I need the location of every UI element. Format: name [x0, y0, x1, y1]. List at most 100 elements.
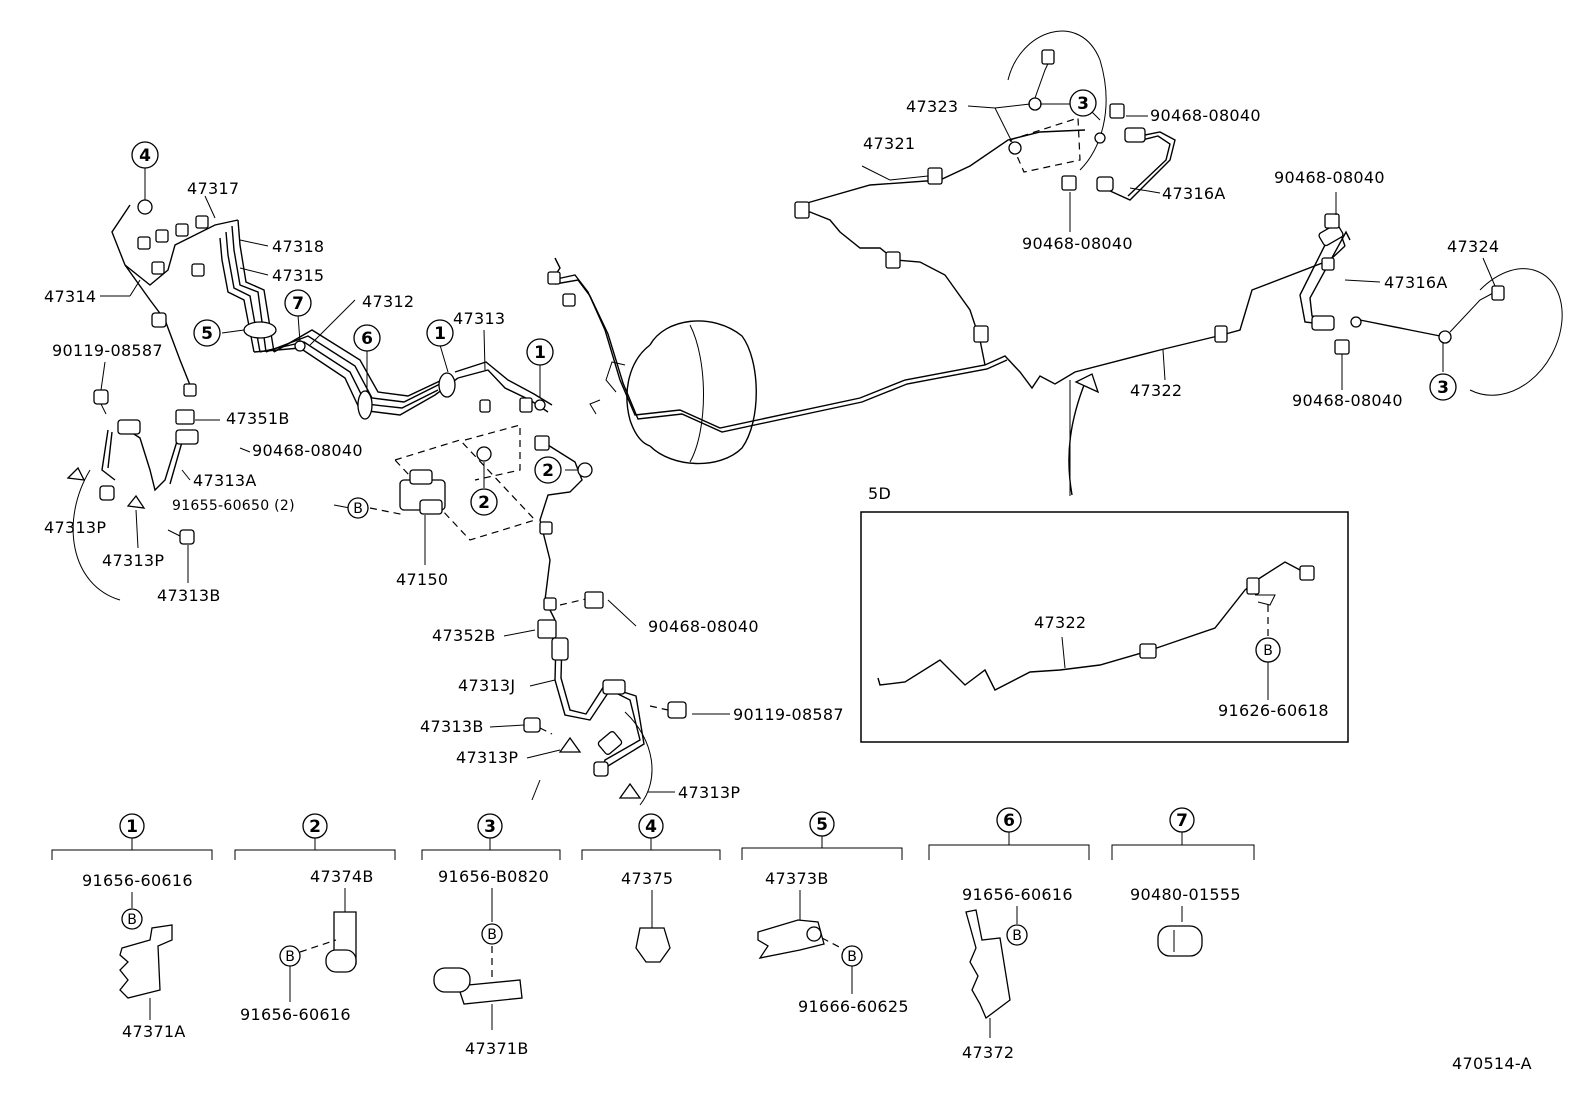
- b-mark-91655: B: [347, 497, 369, 519]
- label-47318: 47318: [272, 237, 324, 256]
- label-91626: 91626-60618: [1218, 701, 1329, 720]
- group-part: 90480-01555: [1130, 885, 1241, 904]
- label-47313P-mid: 47313P: [102, 551, 164, 570]
- label-47321: 47321: [863, 134, 915, 153]
- group-number: 1: [126, 817, 138, 837]
- callout-3-upper: 3: [1069, 89, 1097, 117]
- label-90468-upper-mid: 90468-08040: [1022, 234, 1133, 253]
- label-90119-lower: 90119-08587: [733, 705, 844, 724]
- label-47323: 47323: [906, 97, 958, 116]
- group-2: 2 47374B B 91656-60616: [234, 813, 396, 1024]
- label-47150: 47150: [396, 570, 448, 589]
- b-mark-text: B: [353, 501, 363, 517]
- group-7: 7 90480-01555: [1111, 807, 1255, 957]
- callout-2-lower: 2: [470, 488, 498, 516]
- b-mark-text: B: [1263, 643, 1273, 659]
- label-47317: 47317: [187, 179, 239, 198]
- callout-text: 2: [478, 493, 490, 513]
- callout-6: 6: [353, 324, 381, 352]
- detail-title: 5D: [868, 484, 891, 503]
- label-90468-right-top: 90468-08040: [1274, 168, 1385, 187]
- group-number: 3: [484, 817, 496, 837]
- rear-right-area: [1007, 30, 1176, 201]
- group-part: 91656-B0820: [438, 867, 549, 886]
- callout-text: 6: [361, 329, 373, 349]
- b-mark-text: B: [127, 912, 137, 928]
- label-47313J: 47313J: [458, 676, 515, 695]
- group-part: 47371B: [465, 1039, 529, 1058]
- label-47313P-lower-right: 47313P: [678, 783, 740, 802]
- label-90468-middle: 90468-08040: [648, 617, 759, 636]
- label-47351B: 47351B: [226, 409, 290, 428]
- group-part: 91666-60625: [798, 997, 909, 1016]
- label-90468-left: 90468-08040: [252, 441, 363, 460]
- group-1: 1 91656-60616 B 47371A: [51, 813, 213, 1041]
- label-91655: 91655-60650 (2): [172, 498, 295, 514]
- callout-text: 7: [292, 294, 304, 314]
- label-47352B: 47352B: [432, 626, 496, 645]
- group-number: 7: [1176, 811, 1188, 831]
- group-part: 47372: [962, 1043, 1014, 1062]
- callout-text: 3: [1437, 378, 1449, 398]
- callout-1-right: 1: [526, 338, 554, 366]
- label-90468-right-bottom: 90468-08040: [1292, 391, 1403, 410]
- callout-text: 3: [1077, 94, 1089, 114]
- label-47315: 47315: [272, 266, 324, 285]
- group-4: 4 47375: [581, 813, 721, 963]
- group-part: 91656-60616: [82, 871, 193, 890]
- main-brake-line: [551, 129, 1346, 433]
- diagram-id: 470514-A: [1452, 1054, 1532, 1073]
- group-3: 3 91656-B0820 B 47371B: [421, 813, 561, 1058]
- group-number: 2: [309, 817, 321, 837]
- label-47313P-left: 47313P: [44, 518, 106, 537]
- callout-text: 4: [139, 146, 151, 166]
- detail-frame: [860, 511, 1349, 743]
- group-part: 47374B: [310, 867, 374, 886]
- label-47313: 47313: [453, 309, 505, 328]
- label-47322-detail: 47322: [1034, 613, 1086, 632]
- b-mark-text: B: [1012, 928, 1022, 944]
- callout-text: 1: [434, 324, 446, 344]
- callout-1-left: 1: [426, 319, 454, 347]
- group-number: 6: [1003, 811, 1015, 831]
- callout-4-upper-left: 4: [131, 141, 159, 169]
- group-number: 4: [645, 817, 657, 837]
- callout-5: 5: [193, 319, 221, 347]
- front-right-hose: [523, 637, 687, 806]
- front-left-area: [66, 199, 553, 601]
- leader-lines: [100, 102, 1496, 793]
- label-47313B-lower: 47313B: [420, 717, 484, 736]
- proportioning-valve-area: [393, 397, 604, 639]
- label-47313P-lower-left: 47313P: [456, 748, 518, 767]
- detail-5d: 5D 47322 B 91626-60618: [860, 373, 1349, 743]
- group-6: 6 91656-60616 B 47372: [928, 807, 1090, 1062]
- label-47313A: 47313A: [193, 471, 257, 490]
- label-47313B-left: 47313B: [157, 586, 221, 605]
- callout-2-right: 2: [534, 456, 562, 484]
- label-47314: 47314: [44, 287, 96, 306]
- main-line-clips: [547, 167, 1228, 343]
- callouts: 4 5 7 6 1 1 2 2: [131, 89, 1457, 519]
- rear-left-area: [1299, 213, 1563, 396]
- b-mark-text: B: [847, 949, 857, 965]
- group-part: 91656-60616: [240, 1005, 351, 1024]
- brake-booster: [589, 320, 757, 465]
- part-labels: 47317 47318 47315 47314 47312 47313 9011…: [44, 97, 1499, 802]
- label-90468-upper-right: 90468-08040: [1150, 106, 1261, 125]
- label-47312: 47312: [362, 292, 414, 311]
- callout-3-right: 3: [1429, 373, 1457, 401]
- label-47324: 47324: [1447, 237, 1499, 256]
- group-part: 91656-60616: [962, 885, 1073, 904]
- group-number: 5: [816, 815, 828, 835]
- callout-7: 7: [284, 289, 312, 317]
- group-5: 5 47373B B 91666-60625: [741, 811, 909, 1016]
- label-47316A-upper: 47316A: [1162, 184, 1226, 203]
- callout-text: 2: [542, 461, 554, 481]
- group-part: 47375: [621, 869, 673, 888]
- label-47316A-right: 47316A: [1384, 273, 1448, 292]
- b-mark-text: B: [487, 927, 497, 943]
- callout-text: 1: [534, 343, 546, 363]
- callout-text: 5: [201, 324, 213, 344]
- label-90119-upper: 90119-08587: [52, 341, 163, 360]
